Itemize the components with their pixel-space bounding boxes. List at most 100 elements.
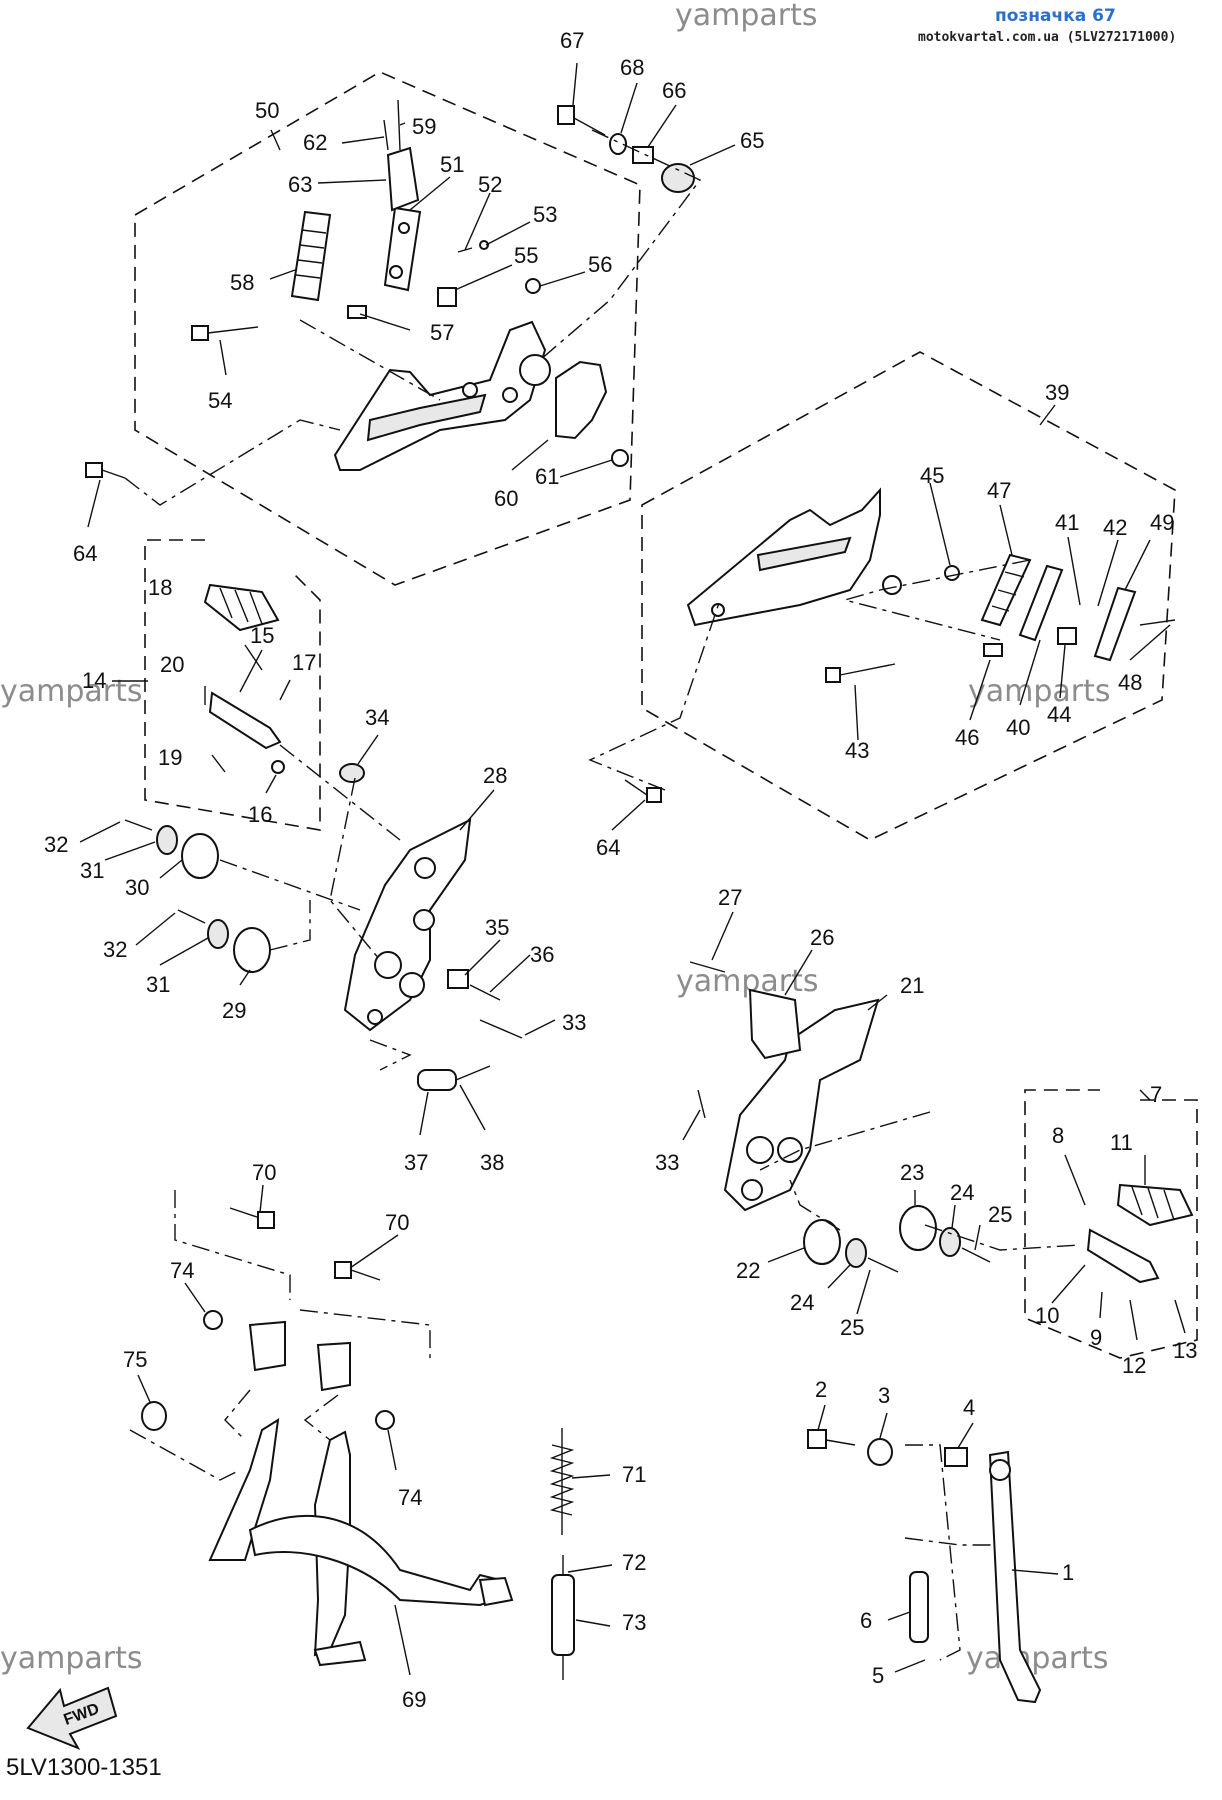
- callout-14: 14: [82, 668, 106, 693]
- callout-34: 34: [365, 705, 389, 730]
- plate-63: [386, 146, 420, 212]
- callout-24-b: 24: [790, 1290, 814, 1315]
- callout-36: 36: [530, 942, 554, 967]
- callout-12: 12: [1122, 1353, 1146, 1378]
- callout-42: 42: [1103, 515, 1127, 540]
- bolt-33-b: [697, 1089, 706, 1119]
- bushing-29: [233, 927, 271, 973]
- callout-52: 52: [478, 172, 502, 197]
- footpeg-arm-40: [1018, 564, 1064, 642]
- callout-67: 67: [560, 28, 584, 53]
- callout-49: 49: [1150, 510, 1174, 535]
- rubber-75: [141, 1401, 167, 1431]
- main-stand-69: [208, 1418, 514, 1667]
- callout-18: 18: [148, 575, 172, 600]
- bolt-2: [807, 1429, 856, 1449]
- bolt-54: [191, 325, 259, 341]
- callout-75: 75: [123, 1347, 147, 1372]
- stand-bracket-right: [316, 1341, 351, 1392]
- footpeg-11: [1116, 1183, 1194, 1227]
- front-right-bracket-21: [723, 998, 880, 1212]
- callout-labels: 50 62 59 63 51 52 53 55 56 58 57 54 60 6…: [44, 28, 1197, 1712]
- callout-13: 13: [1173, 1338, 1197, 1363]
- callout-45: 45: [920, 463, 944, 488]
- bolt-59: [397, 99, 401, 151]
- callout-21: 21: [900, 973, 924, 998]
- footpeg-arm-51: [383, 206, 422, 292]
- header-title: позначка 67: [995, 6, 1116, 26]
- callout-17: 17: [292, 650, 316, 675]
- connection-lines: [124, 129, 1081, 1661]
- plate-35: [447, 969, 469, 989]
- bolt-67: [557, 105, 606, 136]
- callout-35: 35: [485, 915, 509, 940]
- spring-38: [455, 1065, 491, 1081]
- callout-23: 23: [900, 1160, 924, 1185]
- group-7-boundary: [1024, 1089, 1198, 1359]
- ball-53: [479, 240, 489, 250]
- rear-left-bracket: [333, 320, 551, 471]
- callout-31-b: 31: [146, 972, 170, 997]
- callout-43: 43: [845, 738, 869, 763]
- bracket-4: [944, 1447, 968, 1467]
- callout-71: 71: [622, 1462, 646, 1487]
- callout-68: 68: [620, 55, 644, 80]
- washer-3: [867, 1438, 893, 1466]
- bushing-22: [803, 1219, 841, 1265]
- callout-70-b: 70: [385, 1210, 409, 1235]
- stand-bracket-left: [248, 1320, 286, 1372]
- spring-6: [909, 1571, 929, 1643]
- callout-63: 63: [288, 172, 312, 197]
- spring-73: [551, 1555, 575, 1680]
- diagram-code: 5LV1300-1351: [6, 1754, 162, 1781]
- bolt-32-a: [124, 819, 153, 831]
- callout-38: 38: [480, 1150, 504, 1175]
- callout-37: 37: [404, 1150, 428, 1175]
- callout-56: 56: [588, 252, 612, 277]
- rear-right-bracket: [686, 487, 902, 627]
- callout-31-a: 31: [80, 858, 104, 883]
- callout-33-b: 33: [655, 1150, 679, 1175]
- callout-62: 62: [303, 130, 327, 155]
- footpeg-arm-8: [1086, 1228, 1160, 1284]
- watermark: yamparts: [0, 1641, 143, 1676]
- callout-74-a: 74: [170, 1258, 194, 1283]
- watermark: yamparts: [966, 1641, 1109, 1676]
- plate-55: [437, 287, 457, 307]
- plate-44: [1057, 627, 1077, 645]
- washer-31-a: [156, 825, 178, 855]
- callout-51: 51: [440, 152, 464, 177]
- callout-41: 41: [1055, 510, 1079, 535]
- spring-71: [549, 1428, 575, 1535]
- callout-28: 28: [483, 763, 507, 788]
- fwd-arrow: [26, 1686, 118, 1750]
- plate-26: [748, 988, 802, 1060]
- callout-32-a: 32: [44, 832, 68, 857]
- collar-66: [632, 146, 654, 164]
- watermark: yamparts: [0, 674, 143, 709]
- callout-72: 72: [622, 1550, 646, 1575]
- footpeg-58: [290, 210, 332, 302]
- watermark: yamparts: [968, 674, 1111, 709]
- bolt-25-a: [961, 1247, 991, 1263]
- nut-74-a: [203, 1310, 223, 1330]
- bolt-36: [469, 984, 501, 1001]
- callout-16: 16: [248, 802, 272, 827]
- callout-50: 50: [255, 98, 279, 123]
- callout-40: 40: [1006, 715, 1030, 740]
- bolt-33-a: [479, 1019, 523, 1039]
- washer-34: [339, 763, 365, 783]
- callout-4: 4: [963, 1395, 975, 1420]
- header-site: motokvartal.com.ua (5LV272171000): [918, 30, 1177, 45]
- callout-65: 65: [740, 128, 764, 153]
- footpeg-18: [203, 583, 280, 632]
- callout-74-b: 74: [398, 1485, 422, 1510]
- washer-31-b: [207, 919, 229, 949]
- callout-46: 46: [955, 725, 979, 750]
- bolt-70-b: [334, 1261, 381, 1281]
- bushing-65: [661, 163, 695, 193]
- callout-27: 27: [718, 885, 742, 910]
- side-stand-1: [988, 1450, 1042, 1704]
